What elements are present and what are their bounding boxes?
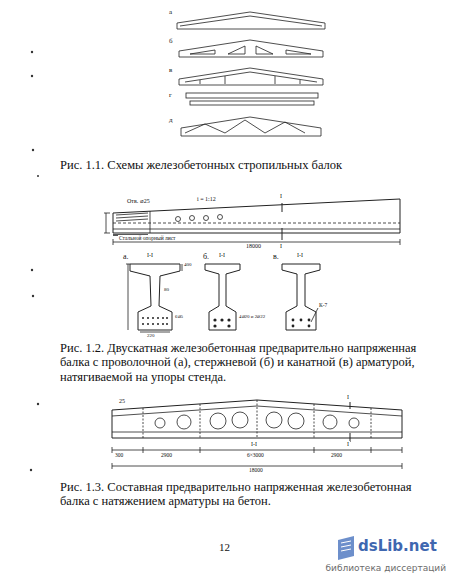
scheme-letter: д — [168, 116, 174, 124]
watermark: библиотека диссертаций — [326, 563, 446, 573]
section-mark: I-I — [250, 441, 258, 448]
margin-marks — [30, 51, 39, 471]
slope-note: i = 1:12 — [196, 196, 217, 203]
section-mark: I-I — [296, 252, 304, 259]
scheme-letter: в — [168, 66, 173, 74]
section-mark: I — [279, 193, 283, 200]
dimension: 25 — [118, 398, 126, 405]
dimension: 80 — [163, 287, 170, 293]
section-mark: I — [346, 394, 350, 401]
rebar-note: 4⌀20 и 2⌀22 — [238, 314, 266, 320]
rebar-note: 6⌀5 — [174, 314, 184, 320]
dimension: 18000 — [248, 467, 264, 473]
watermark: dsLib.net — [358, 538, 437, 555]
figure-caption: Рис. 1.3. Составная предварительно напря… — [60, 480, 420, 509]
cross-sections — [126, 264, 320, 332]
part-note: Стальной опорный лист — [118, 235, 177, 241]
figure-caption: Рис. 1.1. Схемы железобетонных стропильн… — [60, 158, 430, 172]
page-number: 12 — [219, 541, 230, 554]
scheme-letter: г — [168, 91, 173, 99]
beam-schemes — [177, 12, 325, 136]
dimension: 300 — [114, 452, 124, 458]
section-letter: в. — [272, 252, 280, 261]
dimension: 2900 — [330, 452, 343, 458]
watermark-logo — [338, 536, 354, 560]
section-mark: I-I — [146, 252, 154, 259]
dimension: 220 — [146, 333, 156, 339]
section-letter: а. — [122, 252, 130, 261]
dimension: 18000 — [245, 243, 262, 250]
dimension: 2900 — [160, 452, 173, 458]
scheme-letter: б — [168, 37, 174, 45]
dimension: 6×3000 — [246, 452, 265, 458]
section-mark: I — [279, 243, 283, 250]
figure-caption: Рис. 1.2. Двускатная железобетонная пред… — [60, 341, 420, 384]
composite-beam — [112, 400, 402, 469]
scheme-letter: а — [168, 8, 173, 16]
section-letter: б. — [202, 252, 210, 261]
section-mark: I — [346, 441, 350, 448]
section-mark: I-I — [218, 252, 226, 259]
dimension: 400 — [183, 262, 193, 268]
beam-elevation — [104, 199, 400, 245]
strand-note: К-7 — [318, 302, 328, 308]
hole-note: Отв. ⌀25 — [126, 198, 151, 205]
